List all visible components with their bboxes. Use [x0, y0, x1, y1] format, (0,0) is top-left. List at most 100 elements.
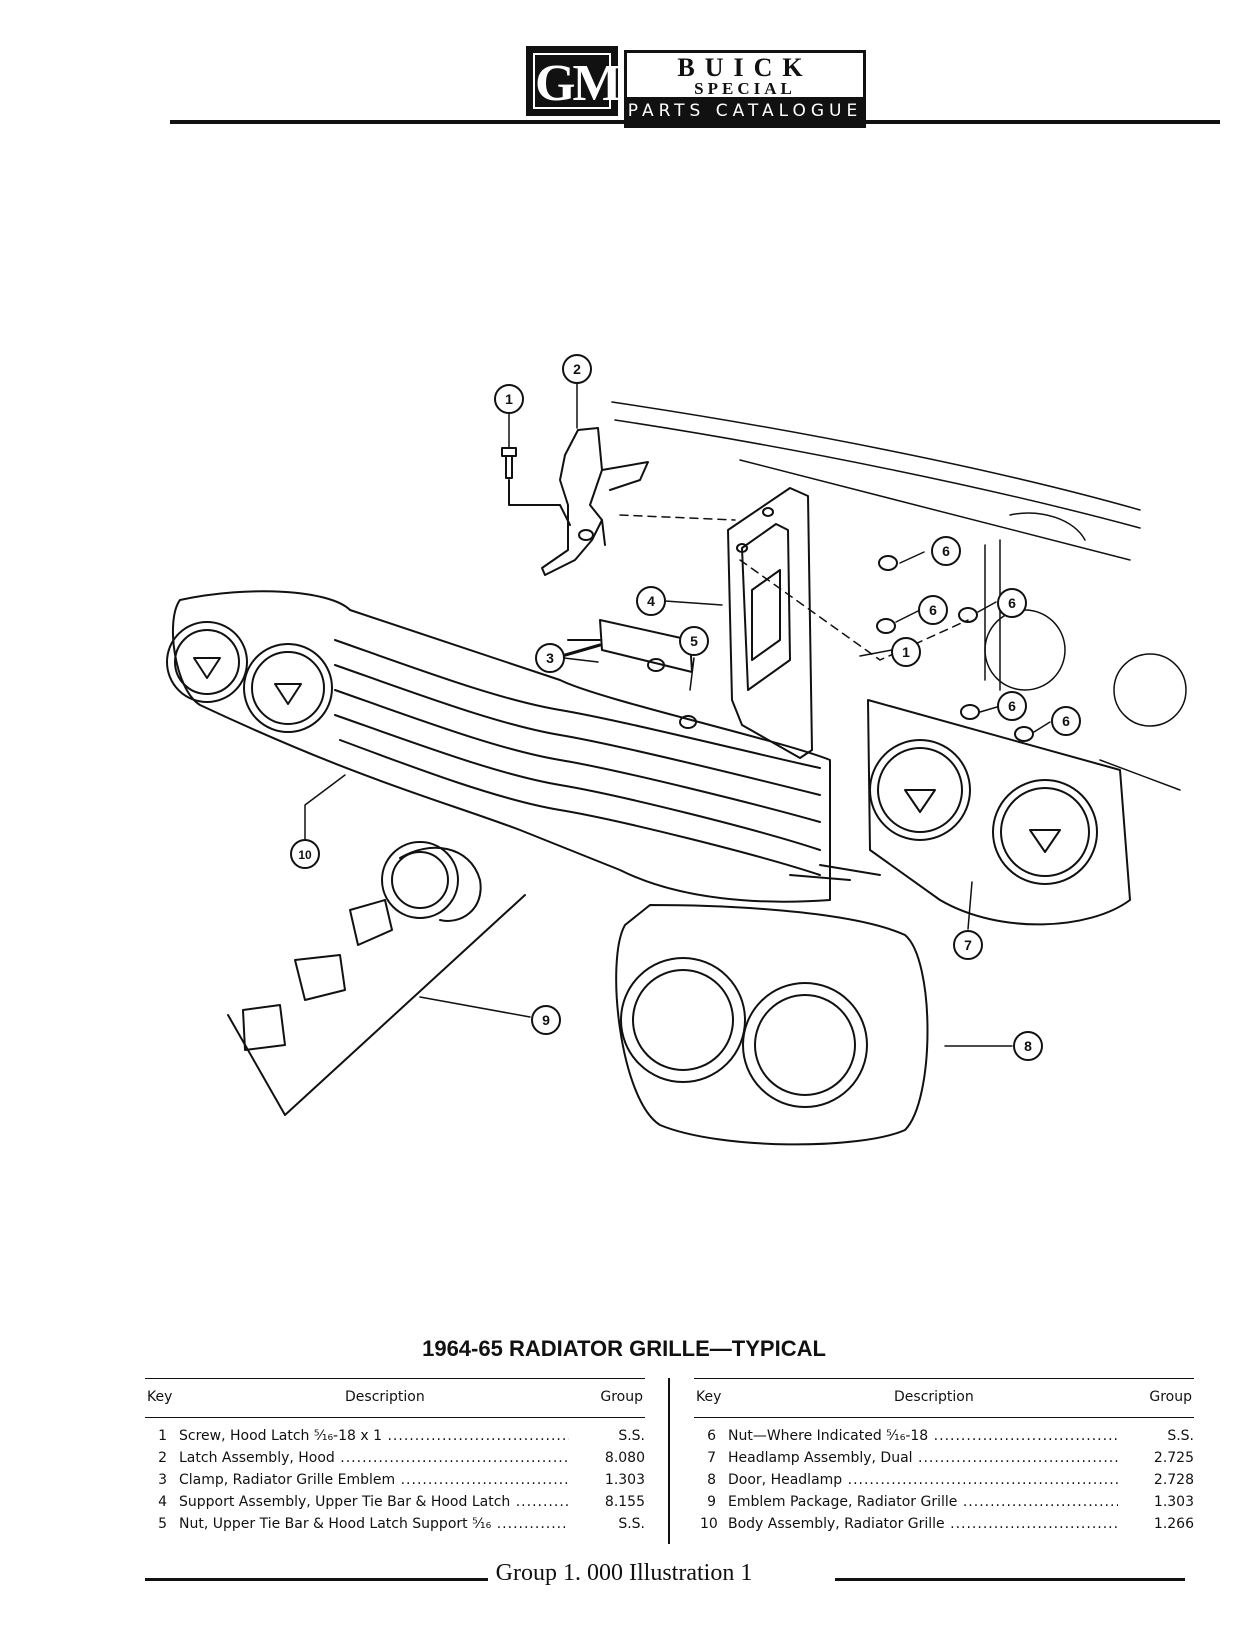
row-key: 6: [707, 1428, 716, 1444]
row-group: S.S.: [1120, 1428, 1194, 1444]
table-row: 7 Headlamp Assembly, Dual2.725: [694, 1450, 1194, 1472]
callout-label: 1: [902, 644, 910, 660]
header-key: Key: [147, 1389, 173, 1405]
footer-label: Group 1. 000 Illustration 1: [0, 1560, 1248, 1587]
callout-3: 3: [535, 643, 565, 673]
callout-8: 8: [1013, 1031, 1043, 1061]
leader-lines: [304, 382, 1051, 1047]
parts-table-right: Key Description Group 6 Nut—Where Indicat…: [694, 1378, 1194, 1538]
hood-latch: [541, 427, 649, 576]
row-description: Latch Assembly, Hood: [179, 1450, 569, 1466]
row-key: 2: [158, 1450, 167, 1466]
table-row: 8 Door, Headlamp2.728: [694, 1472, 1194, 1494]
brand-name: BUICK: [677, 53, 813, 82]
row-description: Emblem Package, Radiator Grille: [728, 1494, 1118, 1510]
row-group: 2.725: [1120, 1450, 1194, 1466]
table-row: 6 Nut—Where Indicated ⁵⁄₁₆-18S.S.: [694, 1428, 1194, 1450]
row-description: Clamp, Radiator Grille Emblem: [179, 1472, 569, 1488]
gm-logo: GM: [526, 46, 622, 116]
row-key: 9: [707, 1494, 716, 1510]
row-group: S.S.: [571, 1516, 645, 1532]
footer-text: Group 1. 000 Illustration 1: [487, 1560, 761, 1586]
row-group: 1.303: [571, 1472, 645, 1488]
callout-10: 10: [290, 839, 320, 869]
callout-label: 10: [298, 848, 312, 862]
row-description: Screw, Hood Latch ⁵⁄₁₆-18 x 1: [179, 1428, 569, 1444]
row-group: S.S.: [571, 1428, 645, 1444]
callout-1-top: 1: [494, 384, 524, 414]
callout-markers: 1 2 1 3 4 5 6 6 6 6 6 7 8 9 10: [290, 354, 1081, 1061]
row-description: Door, Headlamp: [728, 1472, 1118, 1488]
row-description: Headlamp Assembly, Dual: [728, 1450, 1118, 1466]
parts-table-left: Key Description Group 1 Screw, Hood Latch…: [145, 1378, 645, 1538]
callout-label: 4: [647, 593, 655, 609]
callout-label: 6: [1062, 713, 1070, 729]
callout-label: 1: [505, 391, 513, 407]
callout-label: 8: [1024, 1038, 1032, 1054]
header-group: Group: [600, 1389, 643, 1405]
headlamp-assembly: [789, 699, 1131, 926]
callout-6-d: 6: [997, 691, 1027, 721]
hood-latch-screw: [501, 447, 571, 526]
callout-6-a: 6: [931, 536, 961, 566]
header-key: Key: [696, 1389, 722, 1405]
callout-label: 6: [1008, 698, 1016, 714]
table-row: 1 Screw, Hood Latch ⁵⁄₁₆-18 x 1S.S.: [145, 1428, 645, 1450]
callout-label: 2: [573, 361, 581, 377]
header-description: Description: [345, 1389, 425, 1405]
callout-label: 9: [542, 1012, 550, 1028]
callout-5: 5: [679, 626, 709, 656]
callout-label: 6: [929, 602, 937, 618]
catalog-title-box: BUICK SPECIAL PARTS CATALOGUE: [624, 50, 866, 128]
row-group: 1.303: [1120, 1494, 1194, 1510]
row-description: Support Assembly, Upper Tie Bar & Hood L…: [179, 1494, 569, 1510]
row-key: 8: [707, 1472, 716, 1488]
grille-emblem-clamp: [546, 619, 693, 673]
callout-1-mid: 1: [891, 637, 921, 667]
table-row: 9 Emblem Package, Radiator Grille1.303: [694, 1494, 1194, 1516]
series-name: SPECIAL: [694, 79, 796, 98]
table-header: Key Description Group: [694, 1378, 1194, 1418]
callout-label: 6: [1008, 595, 1016, 611]
row-key: 7: [707, 1450, 716, 1466]
row-key: 5: [158, 1516, 167, 1532]
table-row: 10 Body Assembly, Radiator Grille1.266: [694, 1516, 1194, 1538]
row-group: 8.155: [571, 1494, 645, 1510]
catalog-header: GM BUICK SPECIAL PARTS CATALOGUE: [0, 0, 1248, 160]
nuts: [647, 555, 1034, 742]
callout-2: 2: [562, 354, 592, 384]
footer-rule-left: [145, 1578, 495, 1581]
grille-body: [166, 590, 831, 903]
illustration-caption: 1964-65 RADIATOR GRILLE—TYPICAL: [422, 1336, 826, 1361]
row-group: 1.266: [1120, 1516, 1194, 1532]
row-group: 8.080: [571, 1450, 645, 1466]
callout-label: 6: [942, 543, 950, 559]
table-row: 3 Clamp, Radiator Grille Emblem1.303: [145, 1472, 645, 1494]
callout-4: 4: [636, 586, 666, 616]
callout-7: 7: [953, 930, 983, 960]
callout-9: 9: [531, 1005, 561, 1035]
row-key: 1: [158, 1428, 167, 1444]
callout-label: 5: [690, 633, 698, 649]
callout-6-e: 6: [1051, 706, 1081, 736]
callout-6-c: 6: [997, 588, 1027, 618]
row-key: 3: [158, 1472, 167, 1488]
row-description: Nut—Where Indicated ⁵⁄₁₆-18: [728, 1428, 1118, 1444]
table-divider: [668, 1378, 670, 1544]
headlamp-door: [615, 904, 929, 1146]
row-key: 10: [700, 1516, 718, 1532]
table-row: 2 Latch Assembly, Hood8.080: [145, 1450, 645, 1472]
emblem-package: [227, 841, 526, 1116]
header-rule: [170, 120, 1220, 124]
row-description: Body Assembly, Radiator Grille: [728, 1516, 1118, 1532]
row-group: 2.728: [1120, 1472, 1194, 1488]
callout-label: 7: [964, 937, 972, 953]
body-panel: [611, 401, 1187, 791]
header-group: Group: [1149, 1389, 1192, 1405]
callout-6-b: 6: [918, 595, 948, 625]
tie-bar-support: [727, 487, 813, 759]
header-description: Description: [894, 1389, 974, 1405]
